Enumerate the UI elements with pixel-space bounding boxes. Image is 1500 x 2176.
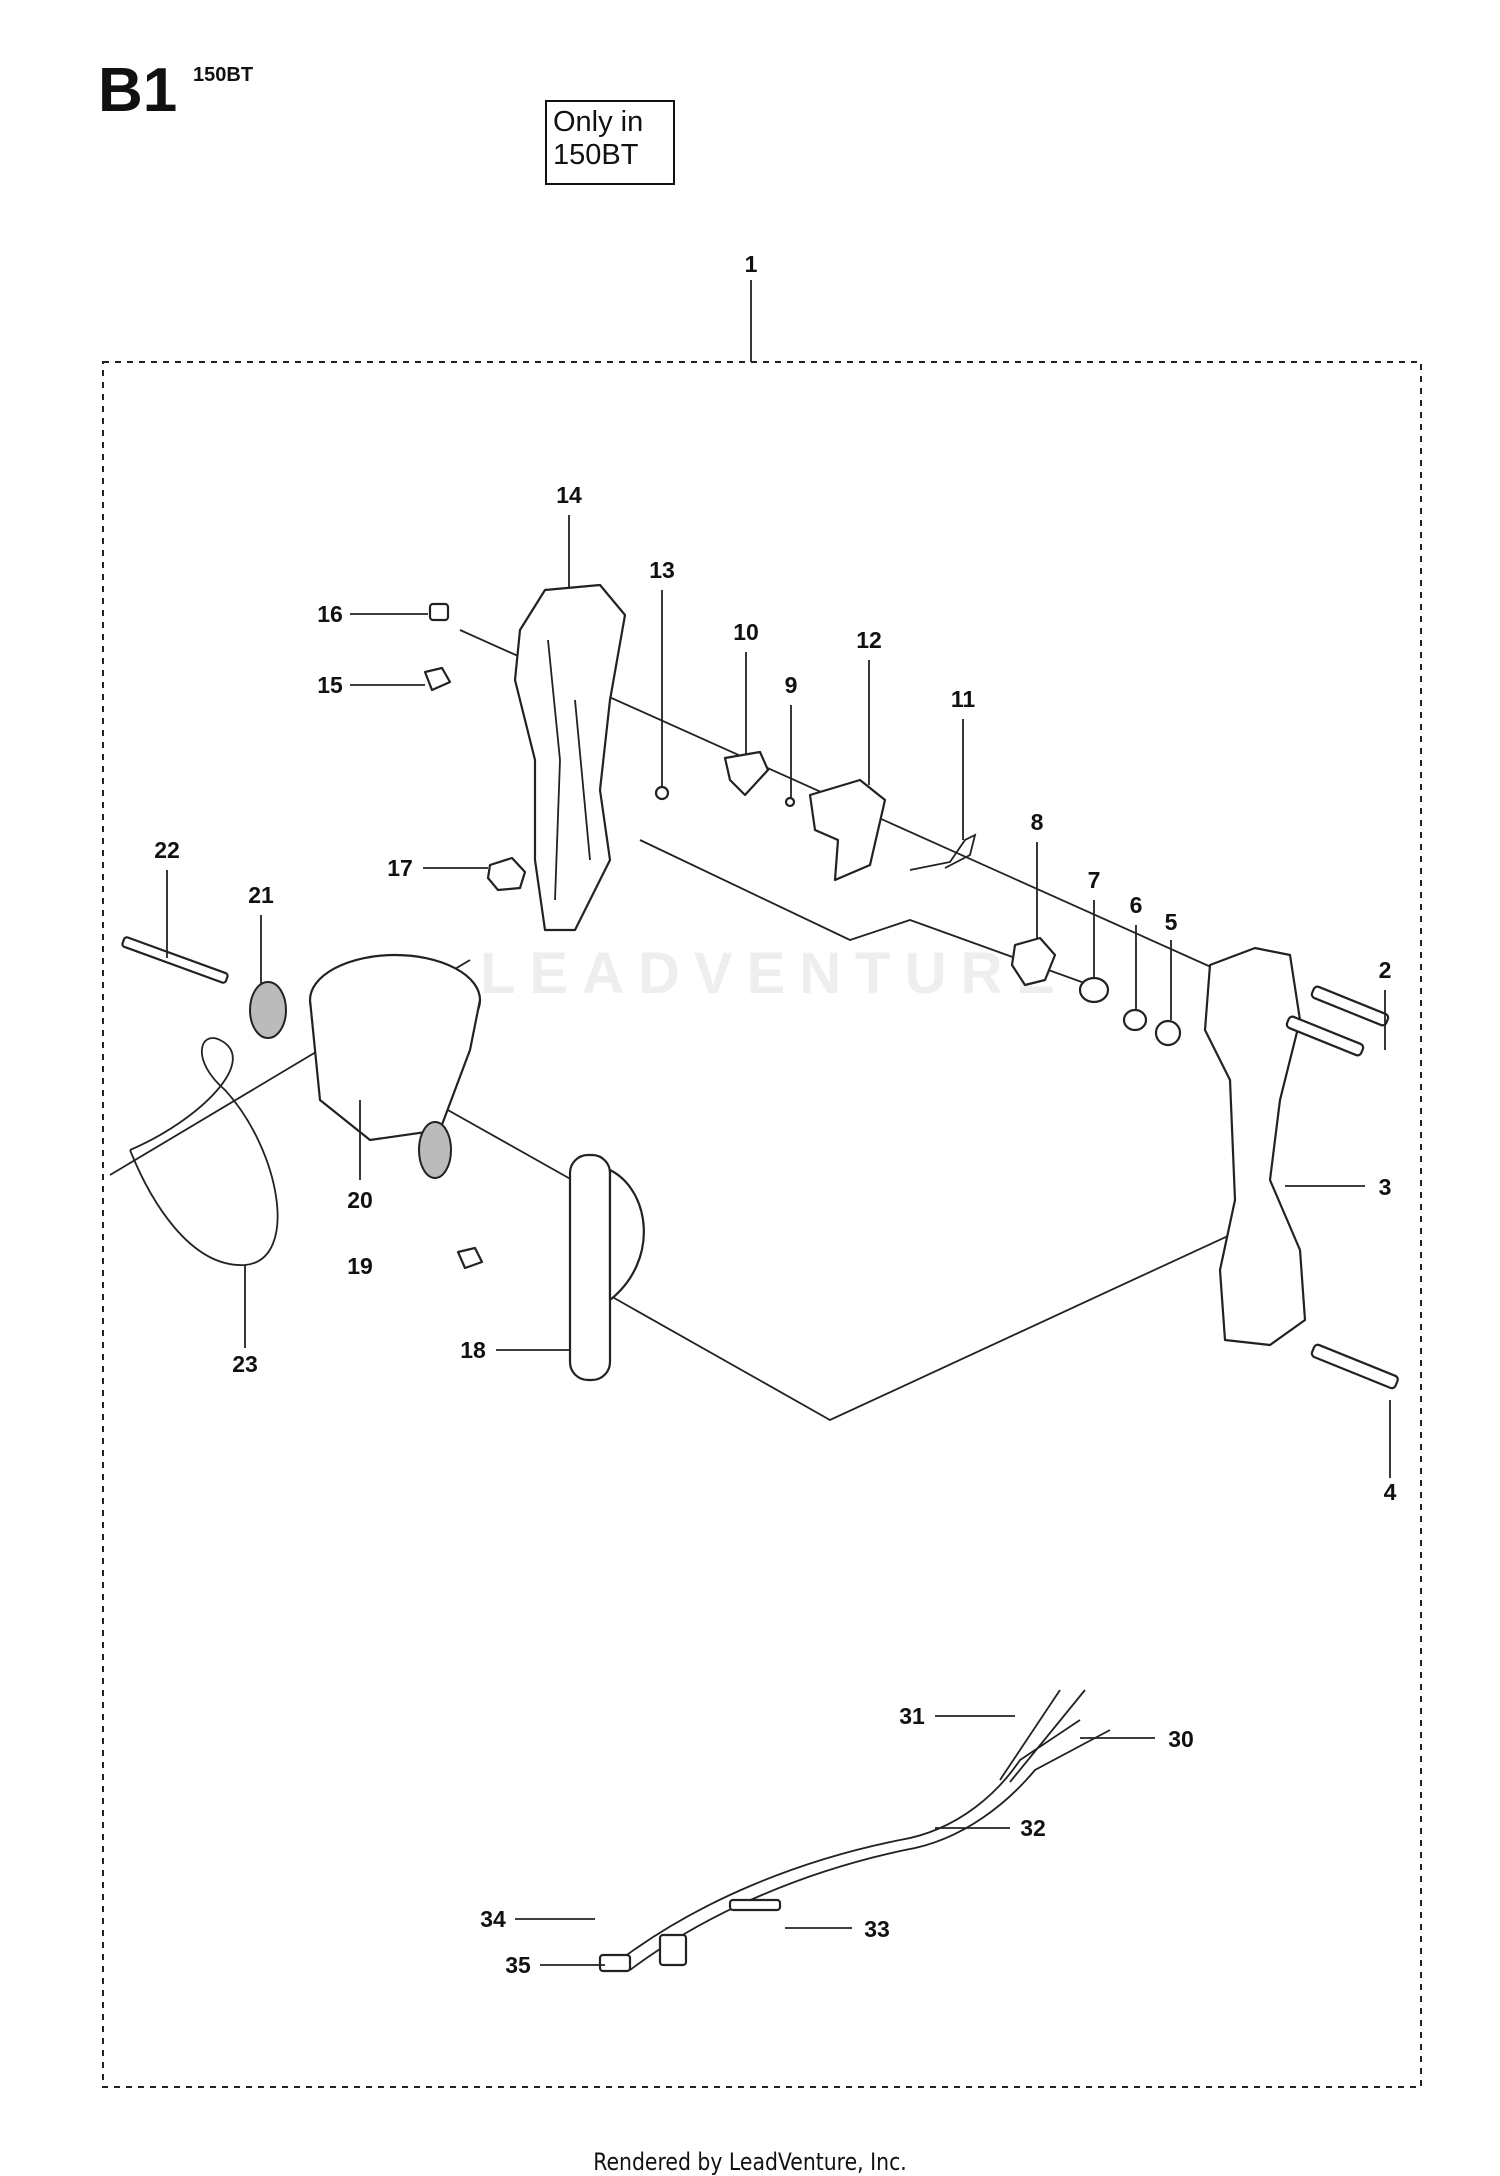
callout-35: 35 — [505, 1952, 531, 1978]
callout-19: 19 — [347, 1253, 373, 1279]
callout-22: 22 — [154, 837, 180, 863]
part-14-handle-housing — [513, 583, 627, 932]
part-20-clamp-body — [308, 999, 482, 1142]
callout-6: 6 — [1130, 892, 1143, 918]
part-18-tube — [568, 1153, 612, 1382]
part-23-loop — [129, 1037, 279, 1266]
page-title: B1 — [98, 56, 178, 125]
watermark: LEADVENTURE — [480, 941, 1070, 1006]
part-31-wires — [999, 1689, 1086, 1783]
part-19-nut — [456, 1246, 484, 1270]
assembly-boundary — [102, 361, 1422, 2088]
callout-21: 21 — [248, 882, 274, 908]
part-9-pin — [784, 796, 796, 808]
part-6-washer — [1122, 1008, 1148, 1032]
part-20-knob — [418, 1121, 452, 1179]
part-21-knob — [249, 981, 287, 1039]
callout-32: 32 — [1020, 1815, 1046, 1841]
callout-15: 15 — [317, 672, 343, 698]
callout-31: 31 — [899, 1703, 925, 1729]
callout-7: 7 — [1088, 867, 1101, 893]
callout-10: 10 — [733, 619, 759, 645]
callout-4: 4 — [1384, 1479, 1397, 1505]
part-3-rear-handle — [1203, 946, 1307, 1347]
callout-18: 18 — [460, 1337, 486, 1363]
part-5-washer — [1154, 1019, 1182, 1047]
callout-13: 13 — [649, 557, 675, 583]
part-7-spacer — [1078, 976, 1110, 1004]
part-8-clamp — [1010, 936, 1057, 987]
callout-9: 9 — [785, 672, 798, 698]
part-2-screw — [1310, 985, 1390, 1027]
note-line-1: Only in — [553, 106, 644, 138]
part-12-trigger — [808, 778, 887, 882]
callout-16: 16 — [317, 601, 343, 627]
model-label: 150BT — [193, 64, 254, 86]
callout-23: 23 — [232, 1351, 258, 1377]
callout-33: 33 — [864, 1916, 890, 1942]
callout-3: 3 — [1379, 1174, 1392, 1200]
part-13-spring — [654, 785, 670, 801]
part-11-spring — [909, 833, 977, 871]
callout-2: 2 — [1379, 957, 1392, 983]
part-10-lever — [723, 750, 770, 797]
part-34-terminal — [598, 1953, 632, 1973]
part-18-bracket — [608, 1168, 645, 1302]
callout-20: 20 — [347, 1187, 373, 1213]
footer-credit: Rendered by LeadVenture, Inc. — [593, 2148, 907, 2176]
part-15-nut — [423, 666, 452, 692]
part-2-screw-b — [1285, 1015, 1365, 1057]
callout-14: 14 — [556, 482, 582, 508]
callout-1: 1 — [745, 251, 758, 277]
part-35-connector — [658, 1933, 688, 1967]
callout-8: 8 — [1031, 809, 1044, 835]
note-line-2: 150BT — [553, 139, 639, 172]
callout-5: 5 — [1165, 909, 1178, 935]
callout-17: 17 — [387, 855, 413, 881]
part-4-screw — [1310, 1343, 1399, 1390]
callout-30: 30 — [1168, 1726, 1194, 1752]
part-32-harness — [619, 1719, 1081, 1961]
part-16-screw — [428, 602, 450, 622]
callout-11: 11 — [951, 686, 976, 712]
callout-12: 12 — [856, 627, 882, 653]
note-box: Only in 150BT — [545, 100, 675, 185]
part-33-screw — [728, 1898, 782, 1912]
part-17-nut — [486, 856, 527, 892]
part-22-bolt — [121, 936, 229, 984]
callouts: 1 2 3 4 5 6 7 8 9 10 11 12 13 14 15 16 1… — [154, 251, 1396, 1978]
callout-34: 34 — [480, 1906, 506, 1932]
